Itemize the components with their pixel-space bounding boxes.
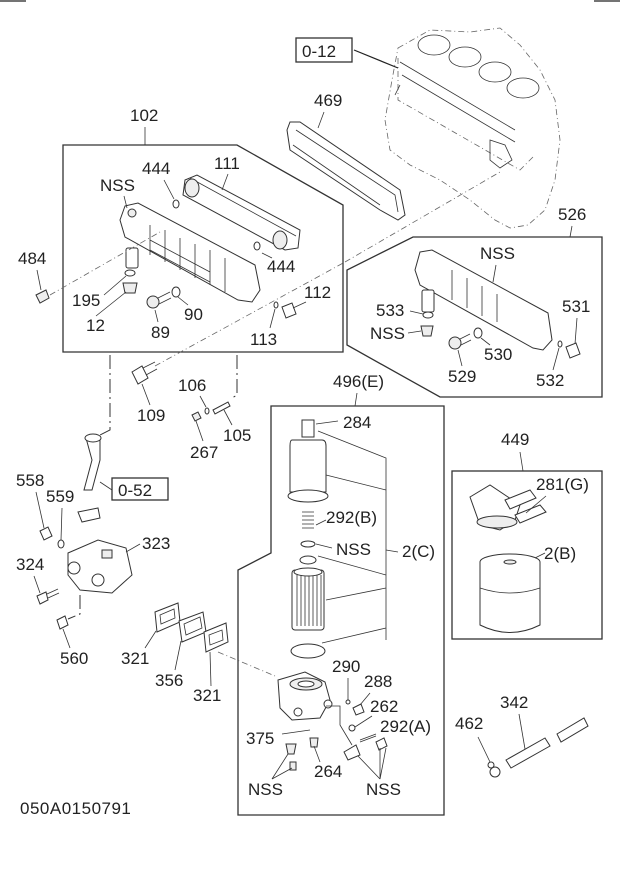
callout-113: 113 (250, 330, 277, 349)
callout-321-b: 321 (193, 686, 221, 705)
callout-529: 529 (448, 367, 476, 386)
callout-530: 530 (484, 345, 512, 364)
oil-cooler-element-111 (182, 174, 301, 251)
callout-292a: 292(A) (380, 717, 431, 736)
callout-444-bottom: 444 (267, 257, 295, 276)
callout-nss-b: NSS (480, 244, 515, 263)
callout-106: 106 (178, 376, 206, 395)
clip-462 (487, 761, 501, 778)
callout-292b: 292(B) (326, 508, 377, 527)
callout-264: 264 (314, 762, 342, 781)
bolt-89 (146, 291, 172, 309)
callout-356: 356 (155, 671, 183, 690)
filter-case (287, 419, 329, 503)
gasket-321-a (154, 602, 181, 633)
callout-195: 195 (72, 291, 100, 310)
hose-342 (505, 717, 589, 769)
callout-267: 267 (190, 443, 218, 462)
callout-288: 288 (364, 672, 392, 691)
callout-533: 533 (376, 301, 404, 320)
callout-112: 112 (304, 283, 331, 302)
callout-444-top: 444 (142, 159, 170, 178)
callout-558: 558 (16, 471, 44, 490)
diagram-code: 050A0150791 (20, 799, 131, 818)
oil-cooler-housing-alt (414, 249, 553, 351)
callout-90: 90 (184, 305, 203, 324)
group-box-102 (62, 144, 344, 353)
bolt-529 (448, 333, 472, 350)
group-label-449: 449 (501, 430, 529, 449)
callout-531: 531 (562, 297, 590, 316)
callout-321-a: 321 (121, 649, 149, 668)
bolt-560 (56, 615, 69, 630)
callout-nss-d: NSS (336, 540, 371, 559)
callout-375: 375 (246, 729, 274, 748)
gasket-356 (178, 611, 207, 643)
callout-532: 532 (536, 371, 564, 390)
callout-290: 290 (332, 657, 360, 676)
group-box-526 (346, 236, 603, 398)
callout-484: 484 (18, 249, 46, 268)
bolt-109 (131, 361, 158, 385)
gasket-469 (286, 121, 406, 221)
engine-block (384, 27, 561, 229)
callout-2c: 2(C) (402, 542, 435, 561)
reference-0-12[interactable]: 0-12 (295, 37, 353, 63)
callout-323: 323 (142, 534, 170, 553)
callout-560: 560 (60, 649, 88, 668)
callout-284: 284 (343, 413, 371, 432)
filter-cartridge-449 (479, 553, 541, 633)
callout-nss-e: NSS (248, 780, 283, 799)
bolt-558 (39, 526, 53, 541)
callout-nss-f: NSS (366, 780, 401, 799)
group-label-102: 102 (130, 106, 158, 125)
callout-nss-a: NSS (100, 176, 135, 195)
callout-109: 109 (137, 406, 165, 425)
reference-0-52[interactable]: 0-52 (111, 477, 169, 501)
bolt-324 (36, 588, 60, 605)
filter-element (291, 567, 325, 631)
filter-head-449 (469, 484, 547, 531)
group-label-496e: 496(E) (333, 372, 384, 391)
callout-2b: 2(B) (544, 544, 576, 563)
callout-89: 89 (151, 323, 170, 342)
part-484 (35, 289, 50, 304)
callout-111: 111 (214, 154, 240, 173)
spring-292b (302, 511, 314, 529)
oil-cooler-housing (119, 202, 261, 303)
group-box-496e (237, 405, 445, 816)
group-label-526: 526 (558, 205, 586, 224)
callout-342: 342 (500, 693, 528, 712)
callout-469: 469 (314, 91, 342, 110)
callout-462: 462 (455, 714, 483, 733)
oil-pipe (77, 433, 102, 523)
group-box-449 (451, 470, 603, 640)
callout-105: 105 (223, 426, 251, 445)
reference-0-52-label: 0-52 (118, 481, 152, 500)
oil-pump-323 (67, 539, 133, 594)
gasket-321-b (203, 622, 229, 653)
plug-112 (281, 302, 297, 319)
callout-nss-c: NSS (370, 324, 405, 343)
filter-head (277, 671, 333, 721)
callout-12: 12 (86, 316, 105, 335)
callout-559: 559 (46, 487, 74, 506)
reference-0-12-label: 0-12 (302, 42, 336, 61)
callout-262: 262 (370, 697, 398, 716)
callout-281g: 281(G) (536, 475, 589, 494)
callout-324: 324 (16, 555, 44, 574)
